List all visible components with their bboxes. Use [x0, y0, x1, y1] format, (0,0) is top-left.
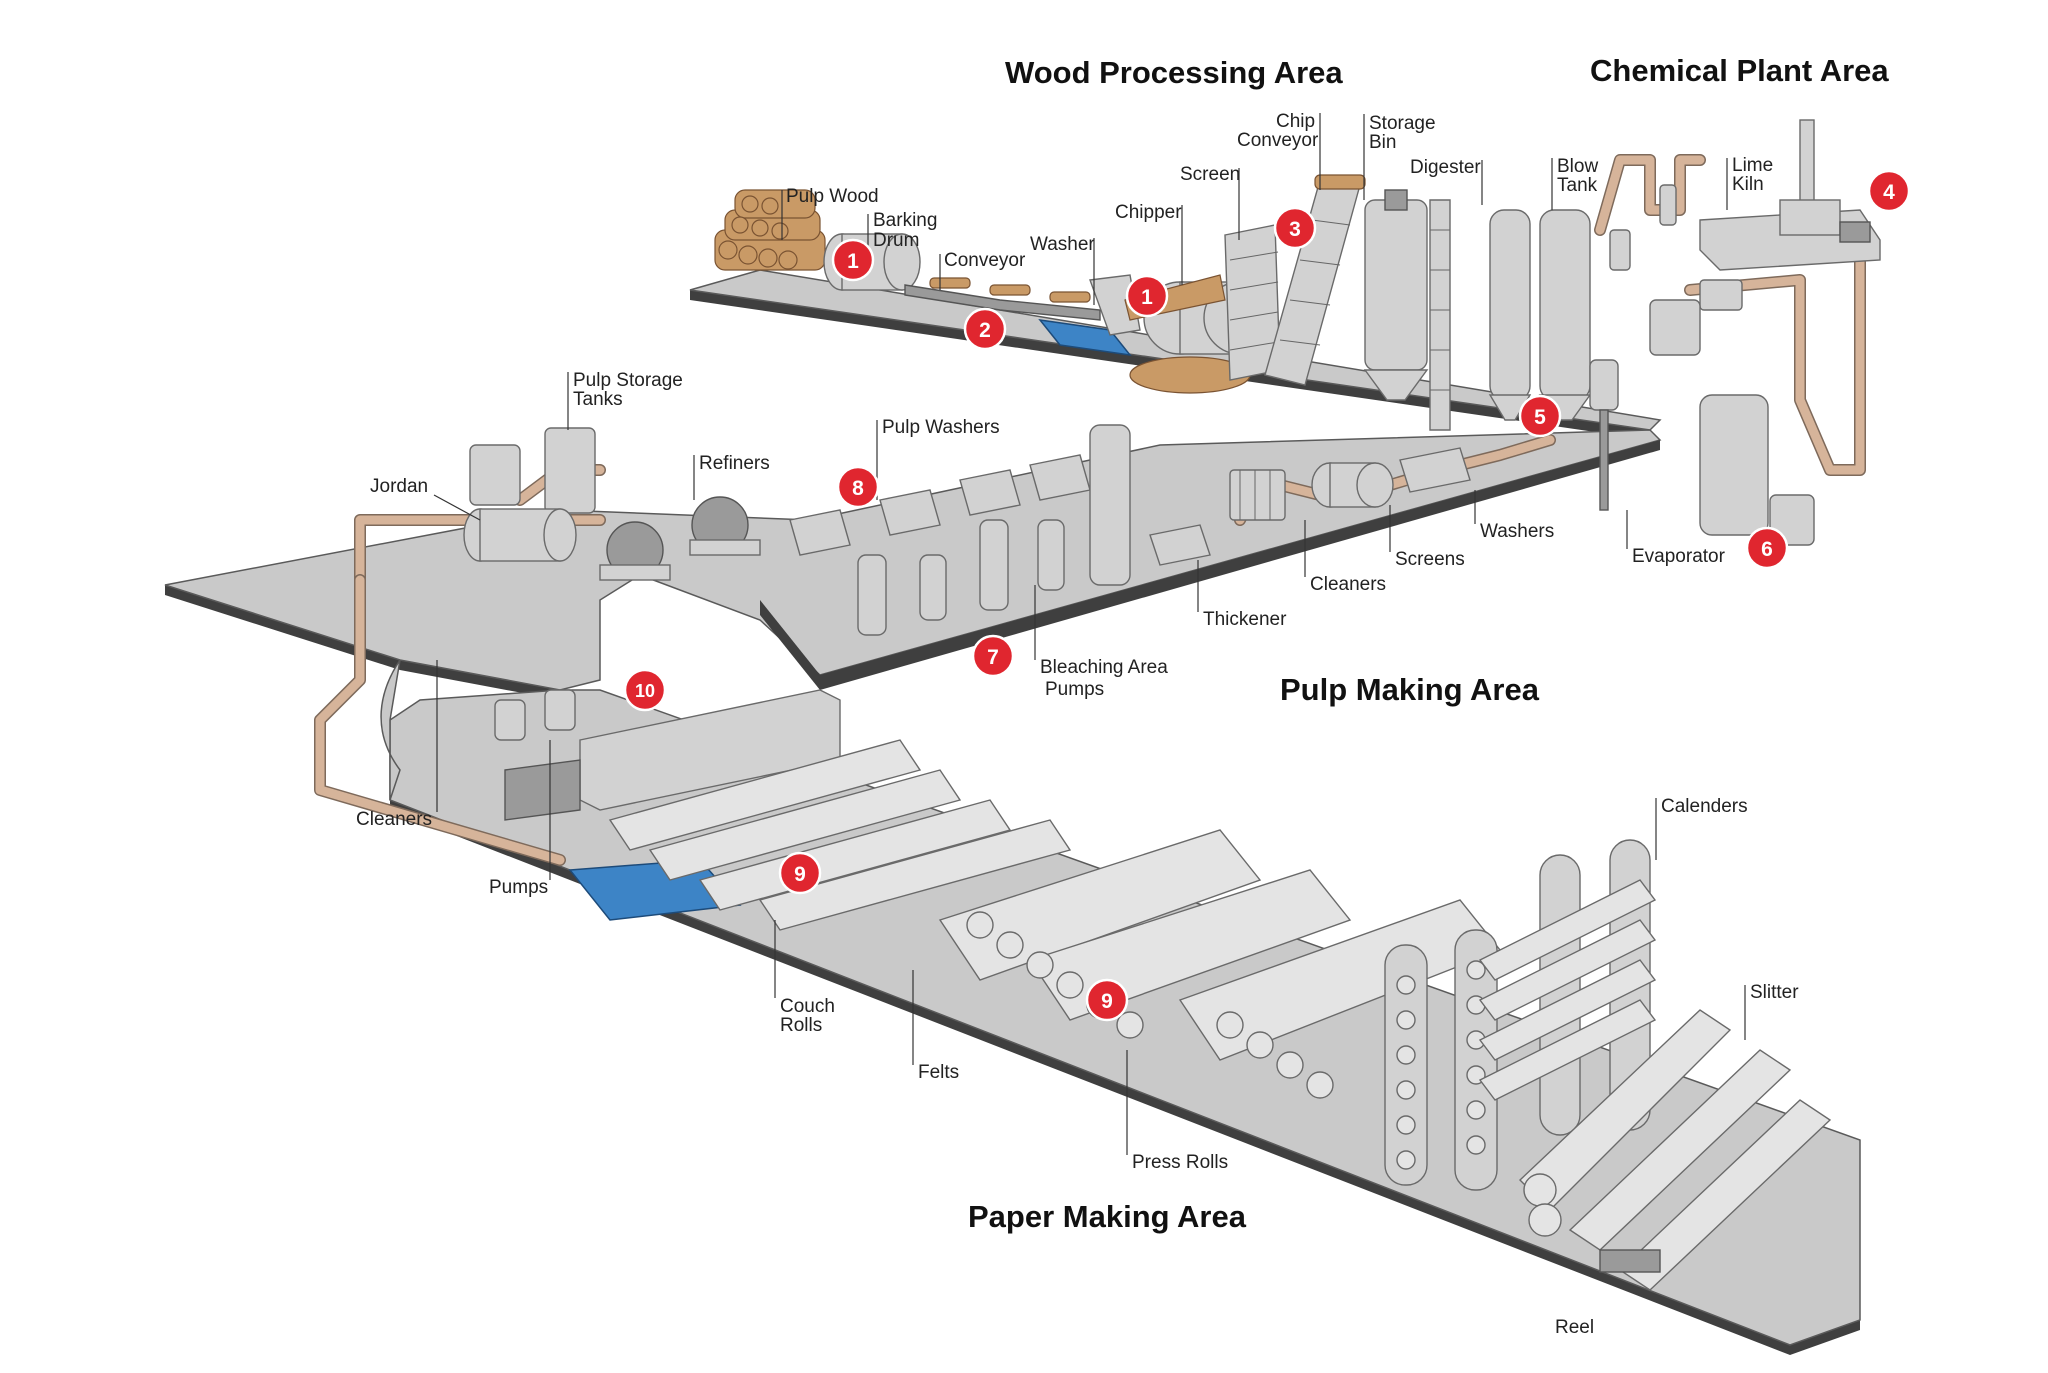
- step-badge-1b: 1: [1125, 274, 1169, 318]
- slitter-reel-unit: [1518, 1009, 1832, 1291]
- svg-text:1: 1: [1141, 286, 1153, 309]
- pulp-cleaners-unit: [1229, 469, 1286, 521]
- label-calenders: Calenders: [1661, 796, 1748, 817]
- paper-making-area-title: Paper Making Area: [968, 1199, 1247, 1234]
- step-badge-5: 5: [1518, 394, 1562, 438]
- evaporator-unit: [1589, 359, 1619, 511]
- label-pulp-storage-2: Tanks: [573, 389, 623, 410]
- step-badges: 1 1 2 3 4 5 6 7: [623, 169, 1911, 1022]
- paper-making-equipment: [314, 574, 1832, 1291]
- screen-equipment: [1224, 224, 1281, 381]
- svg-text:1: 1: [847, 250, 859, 273]
- label-storage-bin-2: Bin: [1369, 132, 1396, 153]
- label-thickener: Thickener: [1203, 609, 1287, 630]
- label-bleaching-1: Bleaching Area: [1040, 657, 1168, 678]
- label-slitter: Slitter: [1750, 982, 1799, 1003]
- causticizing-tanks: [1609, 184, 1743, 356]
- labels: Pulp Wood Barking Drum Conveyor Washer C…: [356, 111, 1799, 1338]
- pulp-wood-pile: [714, 189, 826, 271]
- label-screen: Screen: [1180, 164, 1240, 185]
- label-chip-conveyor-2: Conveyor: [1237, 130, 1319, 151]
- svg-text:5: 5: [1534, 406, 1546, 429]
- chip-conveyor: [1264, 174, 1366, 386]
- svg-text:2: 2: [979, 319, 991, 342]
- thickener-unit: [1149, 524, 1211, 566]
- paper-cleaners-unit: [494, 689, 576, 741]
- label-bleaching-2: Pumps: [1045, 679, 1104, 700]
- svg-text:4: 4: [1883, 181, 1895, 204]
- storage-bin: [1363, 189, 1429, 401]
- label-couch-2: Rolls: [780, 1015, 822, 1036]
- svg-text:3: 3: [1289, 218, 1301, 241]
- wood-processing-area-title: Wood Processing Area: [1005, 55, 1343, 90]
- label-chip-conveyor-1: Chip: [1276, 111, 1315, 132]
- label-jordan: Jordan: [370, 476, 428, 497]
- label-pulp-wood: Pulp Wood: [786, 186, 879, 207]
- label-chipper: Chipper: [1115, 202, 1182, 223]
- svg-text:6: 6: [1761, 538, 1773, 561]
- svg-text:10: 10: [635, 681, 655, 701]
- label-pulp-cleaners: Cleaners: [1310, 574, 1386, 595]
- label-barking-drum-1: Barking: [873, 210, 937, 231]
- svg-text:9: 9: [1101, 990, 1113, 1013]
- label-digester: Digester: [1410, 157, 1481, 178]
- step-badge-2: 2: [963, 307, 1007, 351]
- label-washer: Washer: [1030, 234, 1095, 255]
- bleaching-tanks: [857, 424, 1131, 636]
- label-conveyor: Conveyor: [944, 250, 1026, 271]
- step-badge-1a: 1: [831, 238, 875, 282]
- calenders-unit: [1478, 839, 1657, 1136]
- step-badge-8: 8: [836, 465, 880, 509]
- pulp-storage-tanks: [469, 427, 596, 514]
- svg-text:8: 8: [852, 477, 864, 500]
- label-pulp-storage-1: Pulp Storage: [573, 370, 683, 391]
- label-storage-bin-1: Storage: [1369, 113, 1436, 134]
- pulp-making-equipment: [354, 424, 1556, 636]
- label-blow-tank-1: Blow: [1557, 156, 1598, 177]
- digester: [1429, 199, 1532, 431]
- label-screens: Screens: [1395, 549, 1465, 570]
- lime-kiln: [1699, 119, 1881, 271]
- svg-text:9: 9: [794, 863, 806, 886]
- pulp-making-area-title: Pulp Making Area: [1280, 672, 1540, 707]
- label-press-rolls: Press Rolls: [1132, 1152, 1228, 1173]
- chemical-plant-equipment: [1589, 119, 1881, 546]
- step-badge-9a: 9: [778, 851, 822, 895]
- label-reel: Reel: [1555, 1317, 1594, 1338]
- label-lime-kiln-1: Lime: [1732, 155, 1773, 176]
- screens-unit: [1311, 462, 1394, 508]
- dryer-stacks: [1384, 929, 1498, 1191]
- wood-processing-equipment: [714, 174, 1592, 431]
- step-badge-10: 10: [623, 668, 667, 712]
- step-badge-6: 6: [1745, 526, 1789, 570]
- label-blow-tank-2: Tank: [1557, 175, 1598, 196]
- washers-unit: [1399, 447, 1471, 493]
- label-barking-drum-2: Drum: [873, 230, 919, 251]
- label-paper-cleaners: Cleaners: [356, 809, 432, 830]
- step-badge-9b: 9: [1085, 978, 1129, 1022]
- label-felts: Felts: [918, 1062, 959, 1083]
- label-evaporator: Evaporator: [1632, 546, 1726, 567]
- svg-text:7: 7: [987, 646, 999, 669]
- recovery-tank: [1699, 394, 1815, 546]
- step-badge-4: 4: [1867, 169, 1911, 213]
- label-washers: Washers: [1480, 521, 1554, 542]
- chemical-plant-area-title: Chemical Plant Area: [1590, 53, 1889, 88]
- jordan-unit: [463, 508, 577, 562]
- step-badge-7: 7: [971, 634, 1015, 678]
- label-couch-1: Couch: [780, 996, 835, 1017]
- forming-rolls: [608, 739, 1072, 931]
- refiners-unit: [599, 496, 761, 581]
- label-pulp-washers: Pulp Washers: [882, 417, 1000, 438]
- label-refiners: Refiners: [699, 453, 770, 474]
- label-lime-kiln-2: Kiln: [1732, 174, 1764, 195]
- label-pumps: Pumps: [489, 877, 548, 898]
- blow-tank: [1538, 209, 1592, 421]
- step-badge-3: 3: [1273, 206, 1317, 250]
